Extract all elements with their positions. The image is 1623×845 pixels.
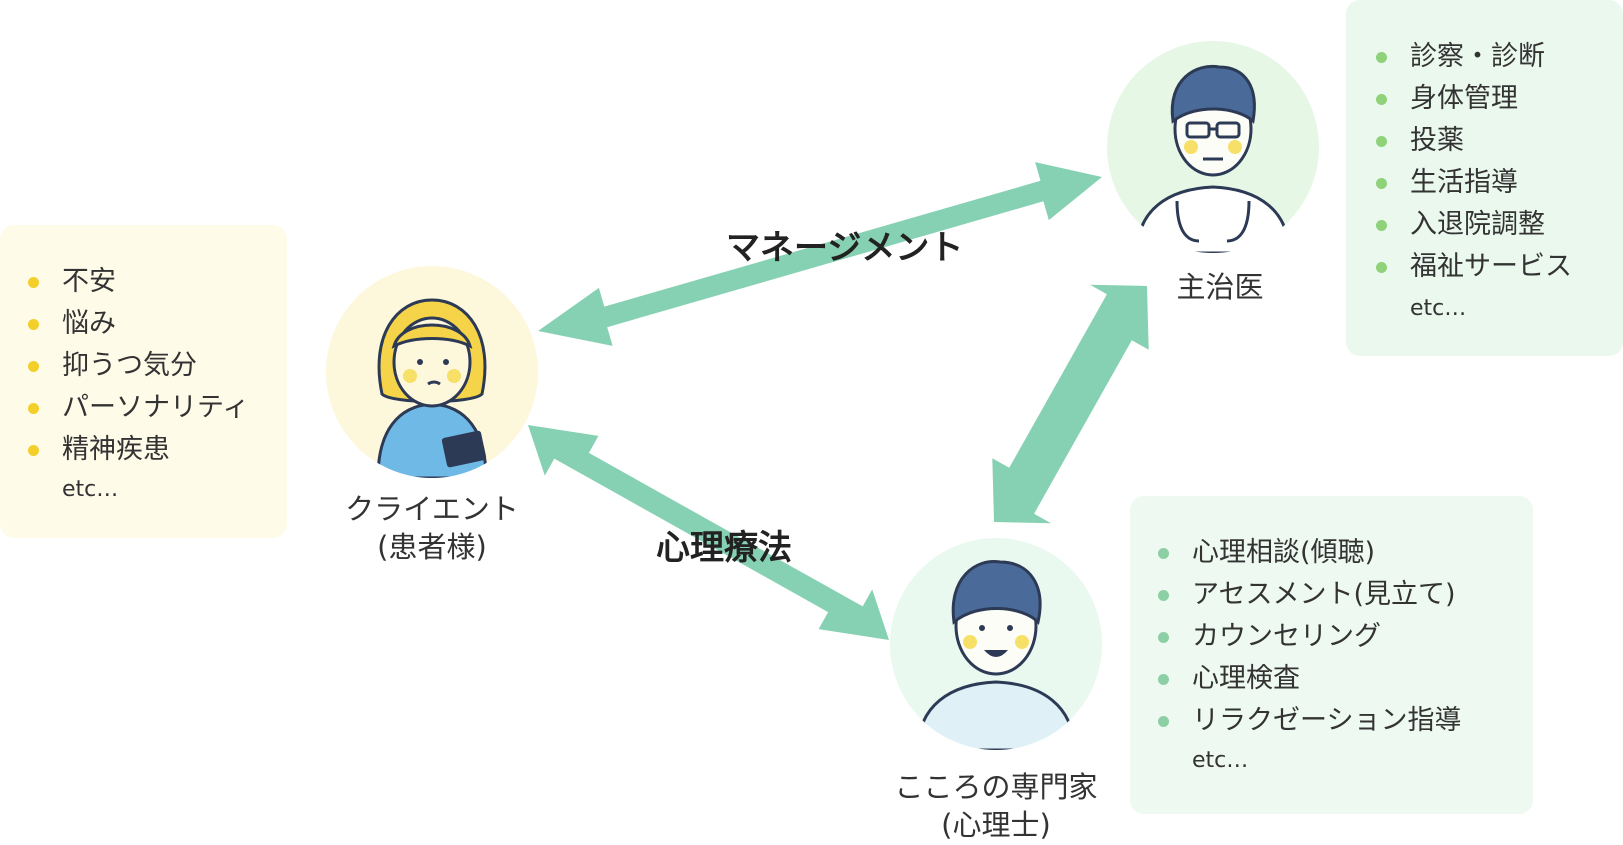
list-item: アセスメント(見立て) <box>1158 574 1461 616</box>
management-relation-label: マネージメント <box>726 228 964 268</box>
client-role-label: クライエント (患者様) <box>300 490 564 566</box>
list-item: 診察・診断 <box>1376 36 1572 78</box>
client-role-line1: クライエント <box>345 492 519 526</box>
doctor-roles-box: 診察・診断 身体管理 投薬 生活指導 入退院調整 福祉サービス etc… <box>1346 0 1623 356</box>
counselor-role-label: こころの専門家 (心理士) <box>846 768 1146 844</box>
doctor-with-stethoscope-icon <box>1107 41 1319 253</box>
counselor-roles-box: 心理相談(傾聴) アセスメント(見立て) カウンセリング 心理検査 リラクゼーシ… <box>1130 496 1533 814</box>
arrow-client-counselor <box>528 425 889 640</box>
counselor-roles-list: 心理相談(傾聴) アセスメント(見立て) カウンセリング 心理検査 リラクゼーシ… <box>1158 532 1461 742</box>
list-item: 抑うつ気分 <box>28 345 249 387</box>
list-item: 心理相談(傾聴) <box>1158 532 1461 574</box>
list-item: 入退院調整 <box>1376 204 1572 246</box>
list-item: 悩み <box>28 303 249 345</box>
counselor-etc-label: etc… <box>1192 748 1249 773</box>
list-item: 心理検査 <box>1158 658 1461 700</box>
smiling-counselor-icon <box>890 538 1102 750</box>
list-item: 生活指導 <box>1376 162 1572 204</box>
list-item: 福祉サービス <box>1376 246 1572 288</box>
arrow-client-doctor <box>538 162 1102 346</box>
list-item: 投薬 <box>1376 120 1572 162</box>
worried-woman-icon <box>326 266 538 478</box>
list-item: 精神疾患 <box>28 429 249 471</box>
list-item: パーソナリティ <box>28 387 249 429</box>
client-concerns-box: 不安 悩み 抑うつ気分 パーソナリティ 精神疾患 etc… <box>0 225 287 538</box>
counselor-role-line2: (心理士) <box>941 808 1051 842</box>
doctor-roles-list: 診察・診断 身体管理 投薬 生活指導 入退院調整 福祉サービス <box>1376 36 1572 288</box>
psychotherapy-relation-label: 心理療法 <box>656 528 792 568</box>
doctor-role-text: 主治医 <box>1176 270 1264 304</box>
list-item: 身体管理 <box>1376 78 1572 120</box>
counselor-role-line1: こころの専門家 <box>894 770 1098 804</box>
client-etc-label: etc… <box>62 477 119 502</box>
arrow-doctor-counselor <box>992 284 1149 524</box>
doctor-etc-label: etc… <box>1410 296 1467 321</box>
list-item: リラクゼーション指導 <box>1158 700 1461 742</box>
doctor-role-label: 主治医 <box>1120 268 1320 306</box>
client-concerns-list: 不安 悩み 抑うつ気分 パーソナリティ 精神疾患 <box>28 261 249 471</box>
list-item: カウンセリング <box>1158 616 1461 658</box>
client-role-line2: (患者様) <box>377 530 487 564</box>
list-item: 不安 <box>28 261 249 303</box>
